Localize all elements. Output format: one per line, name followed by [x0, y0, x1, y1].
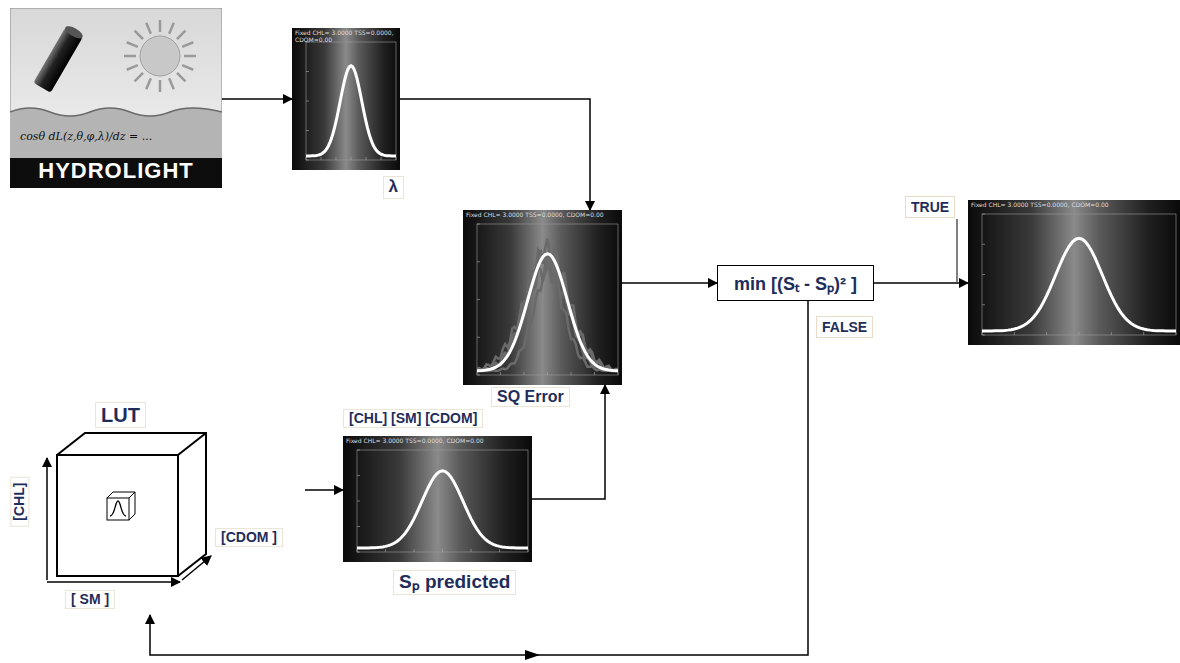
spectrum-plot: [463, 210, 622, 385]
flow-arrow: [622, 282, 717, 284]
equation: cosθ dL(z,θ,φ,λ)/dz = ...: [20, 130, 152, 143]
plot-header: Fixed CHL= 3.0000 TSS=0.0000, CDOM=0.00: [295, 30, 397, 44]
branch-label: FALSE: [816, 316, 873, 338]
plot-caption: Sₚ predicted: [393, 570, 516, 595]
lut-cube: [15, 400, 305, 615]
error-plot: Fixed CHL= 3.0000 TSS=0.0000, CDOM=0.00S…: [463, 210, 622, 385]
predicted-plot: [CHL] [SM] [CDOM]Fixed CHL= 3.0000 TSS=0…: [343, 436, 532, 562]
flow-arrow: [400, 99, 590, 210]
spectrum-plot: [292, 28, 400, 170]
plot-header: Fixed CHL= 3.0000 TSS=0.0000, CDOM=0.00: [466, 212, 619, 219]
leader-line: [957, 219, 958, 282]
parameter-label: [CHL] [SM] [CDOM]: [343, 409, 483, 428]
axis-caption: λ: [383, 176, 404, 199]
result-plot: Fixed CHL= 3.0000 TSS=0.0000, CDOM=0.00: [968, 200, 1180, 345]
lut-title: LUT: [95, 402, 146, 428]
flow-arrow: [874, 282, 968, 284]
decision-box: min [(Sₜ - Sₚ)² ]: [717, 265, 874, 301]
plot-header: Fixed CHL= 3.0000 TSS=0.0000, CDOM=0.00: [346, 438, 529, 445]
axis-label: [ SM ]: [65, 590, 115, 609]
cost-function: min [(Sₜ - Sₚ)² ]: [734, 271, 857, 295]
flow-arrow: [222, 98, 292, 100]
lut-box: LUT[CHL][ SM ][CDOM ]: [15, 400, 305, 615]
model-name: HYDROLIGHT: [10, 158, 222, 188]
axis-label: [CHL]: [10, 477, 29, 527]
plot-caption: SQ Error: [491, 387, 570, 407]
spectrum-plot: Fixed CHL= 3.0000 TSS=0.0000, CDOM=0.00λ: [292, 28, 400, 170]
spectrum-plot: [968, 200, 1180, 345]
axis-label: [CDOM ]: [215, 528, 283, 547]
plot-header: Fixed CHL= 3.0000 TSS=0.0000, CDOM=0.00: [971, 202, 1109, 209]
spectrum-plot: [343, 436, 532, 562]
model-box: HYDROLIGHT cosθ dL(z,θ,φ,λ)/dz = ...: [10, 8, 222, 188]
flow-arrow: [305, 489, 343, 491]
branch-label: TRUE: [905, 196, 955, 218]
